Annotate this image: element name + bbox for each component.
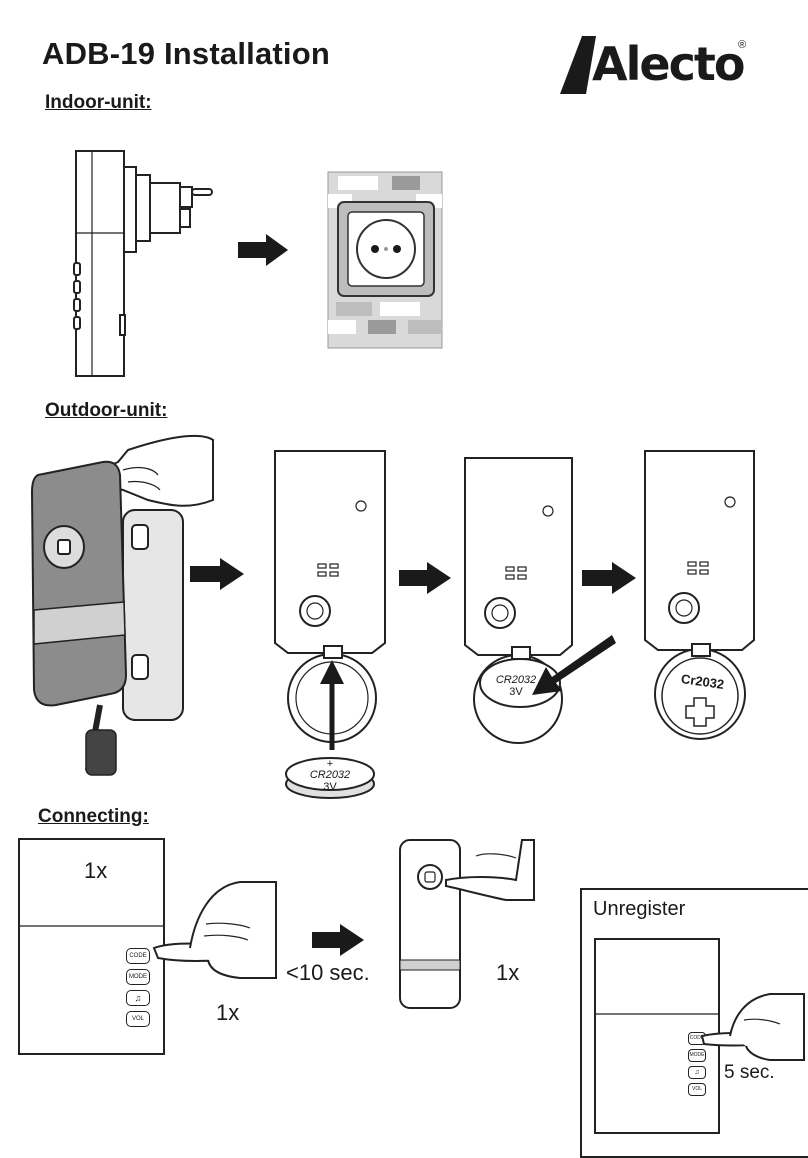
outdoor-unit-front-illustration bbox=[399, 839, 535, 1009]
battery-model-label-2: CR2032 bbox=[496, 674, 536, 686]
press-count-top-label: 1x bbox=[84, 858, 108, 883]
arrow-right-icon bbox=[582, 562, 636, 594]
battery-model-inserted-label: Cr2032 bbox=[680, 671, 725, 692]
wall-socket-illustration bbox=[327, 171, 443, 349]
arrow-right-icon bbox=[312, 924, 364, 956]
indoor-unit-front-illustration bbox=[18, 838, 165, 1055]
logo-a-stroke bbox=[560, 36, 596, 94]
mode-button[interactable]: MODE bbox=[126, 969, 150, 985]
arrow-right-icon bbox=[190, 558, 244, 590]
backplate-insert-battery-illustration: + CR2032 3V bbox=[274, 450, 386, 799]
arrow-right-icon bbox=[238, 234, 288, 266]
unregister-button-panel: CODE MODE ♫ VOL bbox=[688, 1032, 706, 1096]
indoor-unit-unregister-illustration bbox=[594, 938, 720, 1134]
section-indoor-heading: Indoor-unit: bbox=[45, 92, 152, 113]
unregister-melody-button[interactable]: ♫ bbox=[688, 1066, 706, 1079]
press-count-button-label: 1x bbox=[216, 1000, 240, 1025]
battery-polarity-label: + bbox=[327, 758, 333, 770]
section-connecting-heading: Connecting: bbox=[38, 806, 149, 827]
finger-press-code-illustration bbox=[152, 881, 277, 979]
section-outdoor-heading: Outdoor-unit: bbox=[45, 400, 168, 421]
indoor-unit-side-illustration bbox=[73, 150, 213, 377]
logo-registered-mark: ® bbox=[738, 39, 746, 51]
code-button[interactable]: CODE bbox=[126, 948, 150, 964]
battery-model-label: CR2032 bbox=[310, 769, 350, 781]
finger-hold-code-illustration bbox=[700, 993, 805, 1061]
press-count-outdoor-label: 1x bbox=[496, 960, 520, 985]
logo-brand-text: Alecto bbox=[592, 37, 744, 91]
battery-voltage-label-2: 3V bbox=[509, 686, 523, 698]
battery-voltage-label: 3V bbox=[323, 781, 337, 793]
backplate-press-battery-illustration: CR2032 3V bbox=[464, 457, 616, 744]
unregister-title: Unregister bbox=[593, 898, 686, 920]
timer-label: <10 sec. bbox=[286, 960, 370, 985]
backplate-battery-inserted-illustration: Cr2032 bbox=[644, 450, 755, 740]
melody-button[interactable]: ♫ bbox=[126, 990, 150, 1006]
arrow-right-icon bbox=[399, 562, 451, 594]
page-title: ADB-19 Installation bbox=[42, 36, 331, 71]
unregister-mode-button[interactable]: MODE bbox=[688, 1049, 706, 1062]
outdoor-unit-opening-illustration bbox=[30, 434, 214, 776]
alecto-logo: Alecto ® bbox=[560, 36, 746, 94]
unregister-volume-button[interactable]: VOL bbox=[688, 1083, 706, 1096]
indoor-button-panel: CODE MODE ♫ VOL bbox=[126, 948, 150, 1027]
volume-button[interactable]: VOL bbox=[126, 1011, 150, 1027]
hold-duration-label: 5 sec. bbox=[724, 1062, 775, 1083]
